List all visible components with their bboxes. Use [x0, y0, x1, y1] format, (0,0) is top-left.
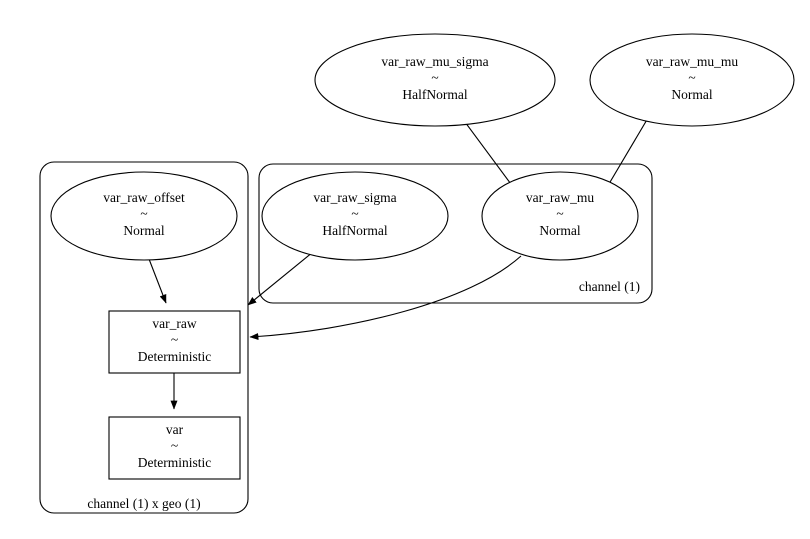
plate-plate-channel-geo: channel (1) x geo (1) [39, 161, 249, 514]
random-variable-ellipse[interactable] [314, 33, 556, 127]
node-distribution-name: Deterministic [138, 455, 211, 470]
node-tilde-symbol: ~ [688, 70, 695, 85]
node-distribution-name: HalfNormal [402, 87, 467, 102]
plate-label: channel (1) x geo (1) [87, 496, 200, 511]
node-var_raw_mu_mu[interactable]: var_raw_mu_mu~ Normal [589, 33, 795, 127]
plate-boundary [39, 161, 249, 514]
plate-label: channel (1) [579, 279, 640, 294]
edge-var_raw_sigma-to-var_raw [247, 251, 314, 306]
node-var[interactable]: var~ Deterministic [108, 416, 241, 480]
deterministic-variable-box[interactable] [108, 416, 241, 480]
plate-boundary [258, 163, 653, 304]
edge-var_raw_mu-to-var_raw [249, 255, 522, 340]
plates-layer: channel (1) x geo (1) channel (1) [39, 161, 653, 514]
random-variable-ellipse[interactable] [261, 171, 449, 261]
node-tilde-symbol: ~ [556, 206, 563, 221]
node-variable-name: var_raw [152, 316, 196, 331]
node-variable-name: var_raw_mu_sigma [381, 54, 488, 69]
node-tilde-symbol: ~ [351, 206, 358, 221]
node-variable-name: var [166, 422, 184, 437]
node-tilde-symbol: ~ [171, 438, 178, 453]
node-distribution-name: Normal [123, 223, 164, 238]
node-distribution-name: Deterministic [138, 349, 211, 364]
deterministic-variable-box[interactable] [108, 310, 241, 374]
node-tilde-symbol: ~ [431, 70, 438, 85]
node-tilde-symbol: ~ [140, 206, 147, 221]
node-variable-name: var_raw_mu_mu [646, 54, 738, 69]
plate-plate-channel: channel (1) [258, 163, 653, 304]
node-distribution-name: HalfNormal [322, 223, 387, 238]
node-variable-name: var_raw_mu [526, 190, 594, 205]
random-variable-ellipse[interactable] [481, 171, 639, 261]
node-var_raw_mu[interactable]: var_raw_mu~ Normal [481, 171, 639, 261]
nodes-layer: var_raw_mu_sigma~HalfNormalvar_raw_mu_mu… [50, 33, 795, 480]
node-var_raw[interactable]: var_raw~ Deterministic [108, 310, 241, 374]
node-distribution-name: Normal [671, 87, 712, 102]
node-var_raw_mu_sigma[interactable]: var_raw_mu_sigma~ HalfNormal [314, 33, 556, 127]
node-tilde-symbol: ~ [171, 332, 178, 347]
node-distribution-name: Normal [539, 223, 580, 238]
node-variable-name: var_raw_offset [103, 190, 185, 205]
random-variable-ellipse[interactable] [50, 171, 238, 261]
edges-layer [148, 117, 649, 410]
node-var_raw_sigma[interactable]: var_raw_sigma~ HalfNormal [261, 171, 449, 261]
edge-var_raw_offset-to-var_raw [148, 258, 167, 304]
node-variable-name: var_raw_sigma [313, 190, 396, 205]
random-variable-ellipse[interactable] [589, 33, 795, 127]
node-var_raw_offset[interactable]: var_raw_offset~ Normal [50, 171, 238, 261]
